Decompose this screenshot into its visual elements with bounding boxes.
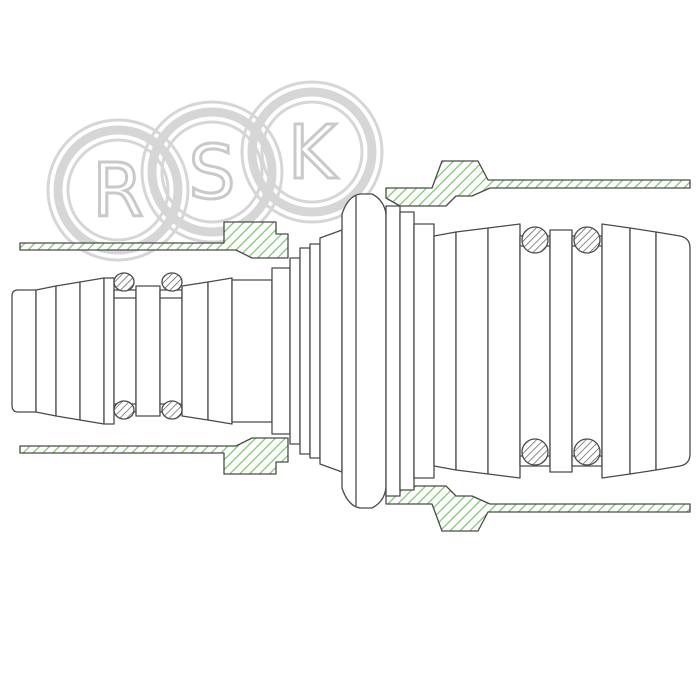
- o-ring-left-2-top: [161, 272, 183, 292]
- left-insert-barbs: [11, 277, 115, 425]
- o-ring-left-1-bottom: [113, 400, 135, 420]
- central-collar: [319, 193, 415, 509]
- left-press-sleeve-section: [19, 221, 289, 475]
- watermark-ring-s: [140, 100, 284, 244]
- watermark-ring-k: [240, 80, 384, 224]
- left-sleeve-upper-wall: [19, 221, 289, 259]
- right-neck: [413, 223, 457, 479]
- right-sleeve-lower-wall: [385, 485, 691, 532]
- right-sleeve-upper-wall: [385, 160, 691, 207]
- left-neck: [231, 243, 321, 459]
- left-oring-grooves: [113, 277, 233, 425]
- o-rings: [113, 226, 601, 466]
- o-ring-right-2-bottom: [573, 438, 601, 466]
- o-ring-left-1-top: [113, 272, 135, 292]
- fitting-body: [11, 193, 691, 509]
- watermark-letter-s: S: [189, 130, 236, 216]
- right-press-sleeve-section: [385, 160, 691, 532]
- rsk-logo-watermark: R S K: [46, 80, 384, 262]
- watermark-letter-k: K: [288, 110, 339, 196]
- right-insert-barbs: [455, 223, 691, 479]
- o-ring-right-1-top: [521, 226, 549, 254]
- o-ring-left-2-bottom: [161, 400, 183, 420]
- o-ring-right-1-bottom: [521, 438, 549, 466]
- o-ring-right-2-top: [573, 226, 601, 254]
- watermark-letter-r: R: [92, 148, 143, 234]
- left-sleeve-lower-wall: [19, 437, 289, 475]
